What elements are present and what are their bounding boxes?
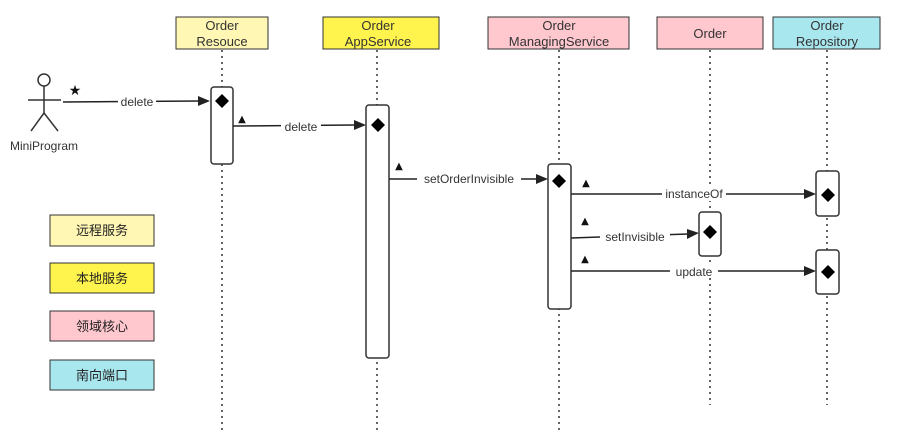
message-delete-to-appservice[interactable]: delete ▲ <box>232 114 366 134</box>
participant-box <box>175 16 269 50</box>
triangle-marker-icon: ▲ <box>238 114 246 125</box>
message-label: setInvisible <box>605 230 665 244</box>
label-background <box>600 229 670 244</box>
participant-name-line1: Order <box>810 18 844 33</box>
participant-order-repository[interactable]: Order Repository <box>772 16 881 50</box>
arrow-head-icon <box>354 120 366 130</box>
legend-item-domain-core: 领域核心 <box>49 310 155 342</box>
activation-bar-appservice <box>365 104 390 359</box>
legend-swatch <box>49 359 155 391</box>
participant-order-appservice[interactable]: Order AppService <box>322 16 440 50</box>
actor-label: MiniProgram <box>10 139 78 153</box>
legend: 远程服务 本地服务 领域核心 南向端口 <box>49 214 155 391</box>
triangle-marker-icon: ▲ <box>395 161 403 172</box>
legend-swatch <box>49 214 155 247</box>
message-label: delete <box>285 120 318 134</box>
participant-name-line2: ManagingService <box>509 34 609 49</box>
actor-miniprogram[interactable] <box>28 73 61 132</box>
arrow-head-icon <box>804 266 816 276</box>
legend-label: 南向端口 <box>76 368 128 384</box>
message-label: update <box>676 265 713 279</box>
participant-name-line2: Repository <box>796 34 859 49</box>
label-background <box>670 263 718 278</box>
triangle-marker-icon: ▲ <box>582 178 590 189</box>
participant-box <box>656 16 764 50</box>
label-background <box>118 94 156 109</box>
label-background <box>662 186 726 201</box>
arrow-head-icon <box>536 174 548 184</box>
triangle-marker-icon: ▲ <box>581 254 589 265</box>
label-background <box>417 171 521 186</box>
legend-swatch <box>49 310 155 342</box>
participant-order-resource[interactable]: Order Resouce <box>175 16 269 50</box>
arrow-head-icon <box>198 96 210 106</box>
legend-label: 领域核心 <box>76 320 128 335</box>
participant-name-line1: Order <box>205 18 239 33</box>
label-background <box>281 119 321 134</box>
activation-bar-managing <box>547 163 572 310</box>
receive-diamond-icon <box>821 188 835 202</box>
arrow-head-icon <box>804 189 816 199</box>
legend-swatch <box>49 262 155 294</box>
message-label: setOrderInvisible <box>424 172 514 186</box>
participant-box <box>322 16 440 50</box>
receive-diamond-icon <box>821 265 835 279</box>
receive-diamond-icon <box>215 94 229 108</box>
message-label: instanceOf <box>665 187 723 201</box>
participant-name-line1: Order <box>361 18 395 33</box>
receive-diamond-icon <box>703 225 717 239</box>
star-marker-icon: ★ <box>69 83 82 99</box>
message-delete-to-resource[interactable]: delete <box>62 94 210 109</box>
legend-item-southbound-port: 南向端口 <box>49 359 155 391</box>
participant-order[interactable]: Order <box>656 16 764 50</box>
message-label: delete <box>121 95 154 109</box>
legend-item-local-service: 本地服务 <box>49 262 155 294</box>
message-update[interactable]: update ▲ <box>571 254 816 279</box>
participant-name-line2: AppService <box>345 34 411 49</box>
participant-name-line1: Order <box>693 26 727 41</box>
participant-name-line2: Resouce <box>196 34 247 49</box>
stick-figure-icon <box>28 73 61 132</box>
legend-label: 本地服务 <box>76 271 128 287</box>
arrow-head-icon <box>687 229 699 239</box>
message-set-invisible[interactable]: setInvisible ▲ <box>570 216 699 244</box>
receive-diamond-icon <box>371 118 385 132</box>
participant-box <box>772 16 881 50</box>
participant-box <box>487 16 630 50</box>
message-set-order-invisible[interactable]: setOrderInvisible ▲ <box>389 161 548 186</box>
legend-item-remote-service: 远程服务 <box>49 214 155 247</box>
message-instance-of[interactable]: instanceOf ▲ <box>571 178 816 201</box>
participant-name-line1: Order <box>542 18 576 33</box>
participant-order-managing-service[interactable]: Order ManagingService <box>487 16 630 50</box>
receive-diamond-icon <box>552 174 566 188</box>
legend-label: 远程服务 <box>76 223 128 239</box>
triangle-marker-icon: ▲ <box>581 216 589 227</box>
